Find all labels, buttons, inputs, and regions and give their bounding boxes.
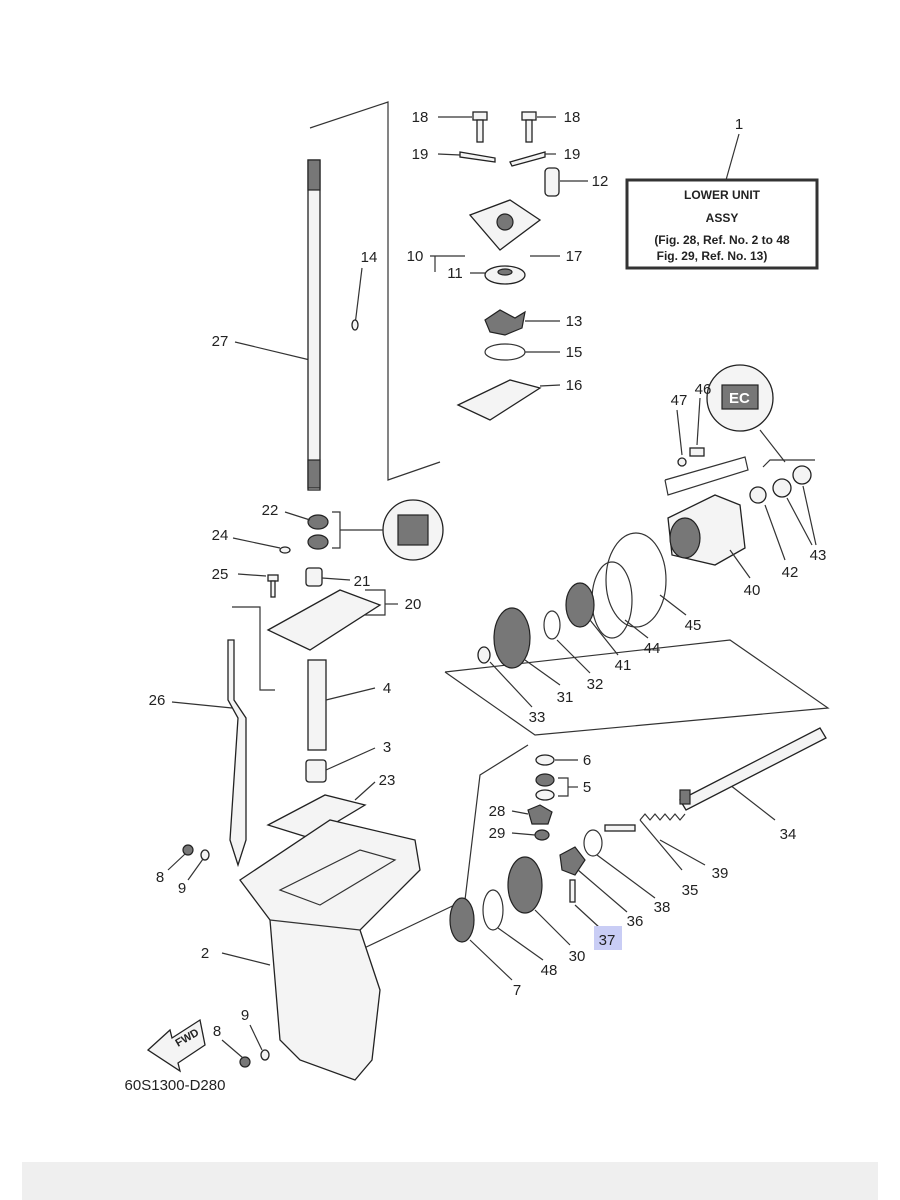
- callout-46: 30: [569, 948, 586, 965]
- assy-ref-line1: (Fig. 28, Ref. No. 2 to 48: [654, 233, 790, 247]
- callout-26: 41: [615, 657, 632, 674]
- callout-10: 27: [212, 333, 229, 350]
- leader-lines: [171, 101, 830, 966]
- callout-51: 8: [213, 1023, 221, 1040]
- callout-22: 42: [782, 564, 799, 581]
- callout-36: 28: [489, 803, 506, 820]
- callout-29: 33: [529, 709, 546, 726]
- callout-2: 19: [412, 146, 429, 163]
- callout-31: 26: [149, 692, 166, 709]
- callout-8: 17: [566, 248, 583, 265]
- callout-9: 14: [361, 249, 378, 266]
- callout-39: 39: [712, 865, 729, 882]
- callout-12: 15: [566, 344, 583, 361]
- callout-27: 32: [587, 676, 604, 693]
- callout-45: 37: [599, 932, 616, 949]
- ec-symbol: EC: [729, 390, 750, 407]
- bottom-bar: [22, 1162, 878, 1200]
- callout-5: 1: [735, 116, 743, 133]
- callout-33: 23: [379, 772, 396, 789]
- callout-highlight: [594, 926, 622, 950]
- callout-37: 29: [489, 825, 506, 842]
- callout-47: 48: [541, 962, 558, 979]
- callout-30: 4: [383, 680, 391, 697]
- callout-17: 24: [212, 527, 229, 544]
- assy-info-box: LOWER UNIT ASSY (Fig. 28, Ref. No. 2 to …: [625, 178, 819, 270]
- callout-34: 6: [583, 752, 591, 769]
- callout-3: 19: [564, 146, 581, 163]
- callout-49: 7: [513, 982, 521, 999]
- assy-ref-line2: Fig. 29, Ref. No. 13): [657, 249, 768, 263]
- drawing-code: 60S1300-D280: [125, 1077, 226, 1094]
- callout-15: 47: [671, 392, 688, 409]
- callout-50: 9: [241, 1007, 249, 1024]
- callout-0: 18: [412, 109, 429, 126]
- callout-43: 8: [156, 869, 164, 886]
- callout-13: 16: [566, 377, 583, 394]
- callout-38: 34: [780, 826, 797, 843]
- callout-44: 9: [178, 880, 186, 897]
- parts: [146, 111, 827, 1081]
- callout-28: 31: [557, 689, 574, 706]
- callout-4: 12: [592, 173, 609, 190]
- callout-24: 45: [685, 617, 702, 634]
- callout-6: 10: [407, 248, 424, 265]
- callout-25: 44: [644, 640, 661, 657]
- drive-shaft: [307, 159, 321, 491]
- callout-14: 46: [695, 381, 712, 398]
- callout-21: 43: [810, 547, 827, 564]
- callout-48: 2: [201, 945, 209, 962]
- callout-40: 35: [682, 882, 699, 899]
- callout-19: 25: [212, 566, 229, 583]
- lower-case: [239, 819, 421, 1081]
- callout-42: 36: [627, 913, 644, 930]
- callout-23: 40: [744, 582, 761, 599]
- callout-18: 21: [354, 573, 371, 590]
- callout-41: 38: [654, 899, 671, 916]
- callout-32: 3: [383, 739, 391, 756]
- callout-35: 5: [583, 779, 591, 796]
- assy-title: LOWER UNIT: [684, 188, 761, 202]
- assy-subtitle: ASSY: [706, 211, 739, 225]
- callout-16: 22: [262, 502, 279, 519]
- callout-20: 20: [405, 596, 422, 613]
- callout-11: 13: [566, 313, 583, 330]
- callout-1: 18: [564, 109, 581, 126]
- callout-7: 11: [447, 265, 463, 282]
